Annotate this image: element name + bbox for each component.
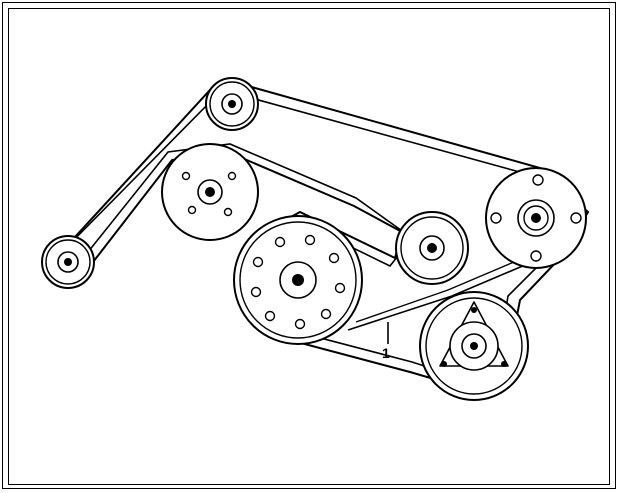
crankshaft-pulley — [233, 215, 363, 345]
serpentine-belt-lower-span-inner — [355, 255, 529, 323]
ac-compressor-pulley — [419, 291, 529, 401]
diagram-frame-outer — [2, 2, 616, 489]
belt-callout-label: 1 — [382, 345, 390, 361]
tensioner-pulley — [395, 211, 469, 285]
diagram-frame-inner — [8, 8, 610, 485]
top-idler-pulley — [205, 77, 259, 131]
left-idler-pulley — [41, 235, 95, 289]
water-pump-pulley — [161, 143, 259, 241]
alternator-pulley — [485, 167, 587, 269]
